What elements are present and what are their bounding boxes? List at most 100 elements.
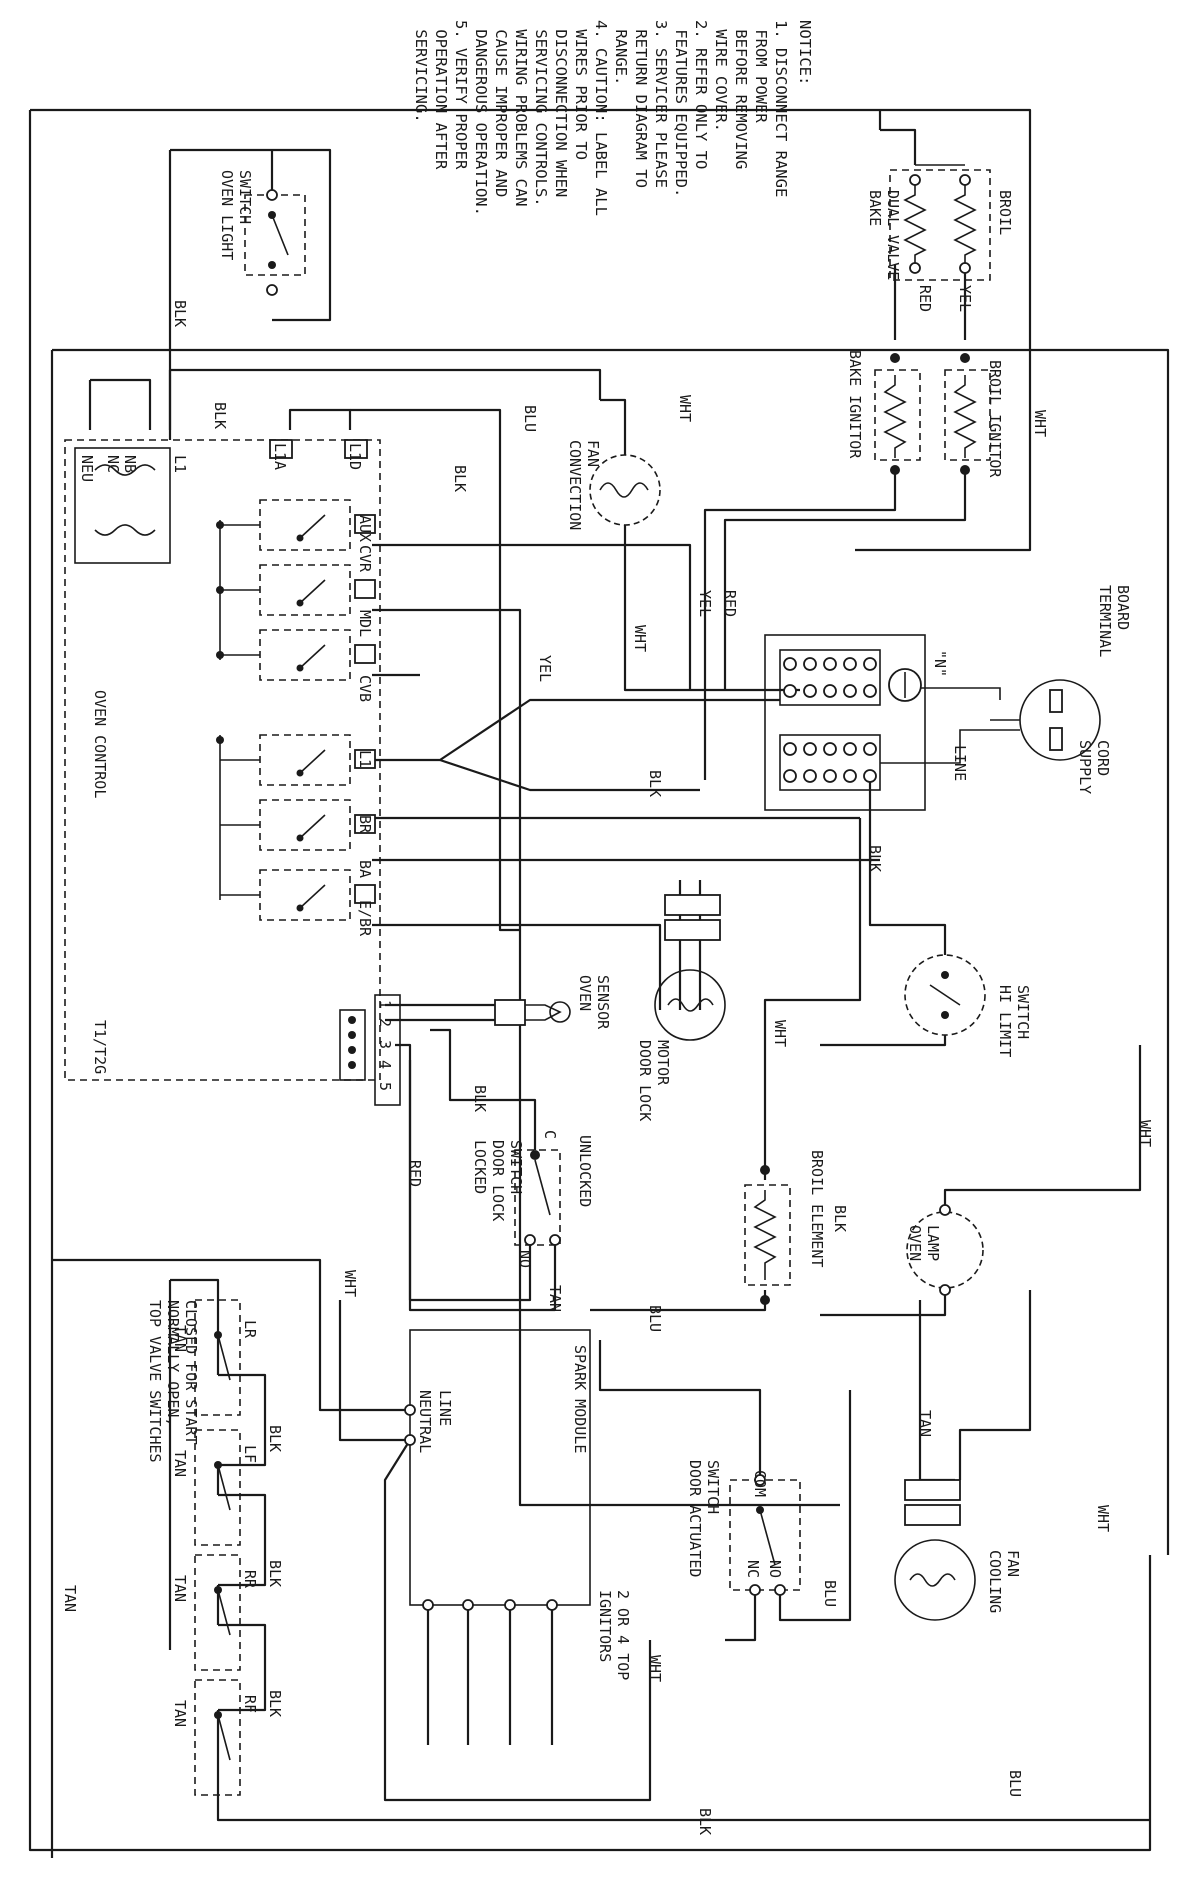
spark-neutral-label: NEUTRAL <box>416 1390 434 1453</box>
notice-line: WIRES PRIOR TO <box>572 20 590 160</box>
wire-label-blu-line: BLU <box>1006 1770 1024 1797</box>
bake-ignitor <box>874 353 921 475</box>
terminal-board-label-line: TERMINAL <box>1096 585 1114 657</box>
oven-light-switch-label: OVEN LIGHTSWITCH <box>218 170 254 260</box>
terminal-cvb: CVB <box>356 675 374 702</box>
notice-line: DISCONNECTION WHEN <box>552 20 570 197</box>
t1t2g-label-line: T1/T2G <box>91 1020 109 1074</box>
cooling-fan-label-line: FAN <box>1004 1550 1022 1577</box>
wire-label-tan-line: TAN <box>916 1410 934 1437</box>
terminal-l1b-line: L1 <box>356 750 374 768</box>
wire-label-blk-line: BLK <box>211 402 229 429</box>
top-valve-switch-lr <box>194 1299 241 1416</box>
wire-label-tan-line: TAN <box>546 1285 564 1312</box>
wire-label-blk: BLK <box>866 845 884 872</box>
terminal-screw <box>843 769 857 783</box>
broil-element-label-line: BROIL ELEMENT <box>808 1150 826 1267</box>
relay-terminal <box>354 579 376 599</box>
wire-label-wht: WHT <box>1136 1120 1154 1147</box>
terminal-mdl: MDL <box>356 610 374 637</box>
terminal-nc2-line: NC <box>744 1560 762 1578</box>
door-lock-switch-label: LOCKEDDOOR LOCKSWITCH <box>471 1140 525 1221</box>
dual-valve <box>889 164 991 281</box>
supply-cord <box>880 679 1101 764</box>
wire-label-wht-line: WHT <box>771 1020 789 1047</box>
wire-label-tan: TAN <box>171 1325 189 1352</box>
terminal-screw <box>803 657 817 671</box>
wire-label-red: RED <box>916 285 934 312</box>
wire-label-blk-line: BLK <box>266 1425 284 1452</box>
terminal-no: NO <box>516 1250 534 1268</box>
terminal-aux-line: AUX <box>356 515 374 542</box>
top-valve-note-label-line: TOP VALVE SWITCHES <box>146 1300 164 1463</box>
broil-element-label: BROIL ELEMENT <box>808 1150 826 1267</box>
spark-module-label: SPARK MODULE <box>571 1345 589 1453</box>
door-actuated-switch <box>729 1474 801 1596</box>
door-lock-motor-label-line: MOTOR <box>654 1040 672 1086</box>
notice-line: CAUSE IMPROPER AND <box>492 20 510 197</box>
wire-label-tan-line: TAN <box>171 1575 189 1602</box>
wire-label-blu-line: BLU <box>821 1580 839 1607</box>
wire-label-blk: BLK <box>266 1425 284 1452</box>
terminal-screw <box>823 657 837 671</box>
notice-line: FEATURES EQUIPPED. <box>672 20 690 197</box>
dual-valve-label-line: DUAL VALVE <box>884 190 902 280</box>
wire-label-blk: BLK <box>266 1690 284 1717</box>
supply-cord-label-line: SUPPLY <box>1076 740 1094 794</box>
relay-blade <box>299 579 326 604</box>
wire-label-blk-line: BLK <box>266 1690 284 1717</box>
transformer-coil <box>94 524 156 536</box>
oven-control-label-line: OVEN CONTROL <box>91 690 109 798</box>
wire-label-wht: WHT <box>676 395 694 422</box>
lf-label: LF <box>241 1445 259 1463</box>
lr-label-line: LR <box>241 1320 259 1339</box>
oven-lamp <box>906 1204 984 1296</box>
broil-element <box>744 1165 791 1305</box>
terminal-neu: NEU <box>78 455 96 482</box>
terminal-com-line: COM <box>751 1470 769 1497</box>
wire-label-blk-line: BLK <box>266 1560 284 1587</box>
line-label-line: LINE <box>951 745 969 781</box>
wire-label-yel: YEL <box>536 655 554 682</box>
oven-control <box>64 439 401 1106</box>
pin-3: 3 <box>376 1040 394 1049</box>
rr-label: RR <box>241 1570 259 1589</box>
terminal-screw <box>823 769 837 783</box>
door-actuated-switch-label-line: DOOR ACTUATED <box>686 1460 704 1577</box>
t1t2g-label: T1/T2G <box>91 1020 109 1074</box>
unlocked-label-line: UNLOCKED <box>576 1135 594 1207</box>
relay-blade <box>299 884 326 909</box>
wire-label-tan: TAN <box>61 1585 79 1612</box>
terminal-ebr-line: E/BR <box>356 900 374 937</box>
notice-line: FROM POWER <box>752 20 770 123</box>
switch-blade <box>217 1464 231 1511</box>
oven-light-switch <box>244 189 306 296</box>
cooling-fan-label-line: COOLING <box>986 1550 1004 1613</box>
pin-1-line: 1 <box>376 1000 394 1009</box>
hi-limit-switch <box>904 954 986 1036</box>
spark-module <box>404 1329 591 1611</box>
oven-lamp-label-line: OVEN <box>906 1225 924 1261</box>
pin-1: 1 <box>376 1000 394 1009</box>
ignitors-label: IGNITORS2 OR 4 TOP <box>596 1590 632 1680</box>
terminal-com: COM <box>751 1470 769 1497</box>
terminal-l1a: L1A <box>271 443 289 470</box>
dual-valve-label: BAKEDUAL VALVE <box>866 190 902 280</box>
terminal-screw <box>783 684 797 698</box>
wire-label-blk-line: BLK <box>471 1085 489 1112</box>
top-valve-note-label: TOP VALVE SWITCHESNORMALLY OPEN,CLOSED F… <box>146 1300 200 1463</box>
oven-sensor-label-line: OVEN <box>576 975 594 1011</box>
ignitors-label-line: IGNITORS <box>596 1590 614 1662</box>
terminal-cvr: CVR <box>356 545 374 573</box>
notice-line: RETURN DIAGRAM TO <box>632 20 650 188</box>
terminal-no-line: NO <box>516 1250 534 1268</box>
notice-line: 2. REFER ONLY TO <box>692 20 710 169</box>
notice-line: RANGE. <box>612 20 630 85</box>
junction-dot <box>216 736 224 744</box>
wire-label-tan: TAN <box>546 1285 564 1312</box>
wire-label-yel-line: YEL <box>696 590 714 617</box>
switch-blade <box>217 1714 231 1761</box>
terminal-screw <box>823 742 837 756</box>
